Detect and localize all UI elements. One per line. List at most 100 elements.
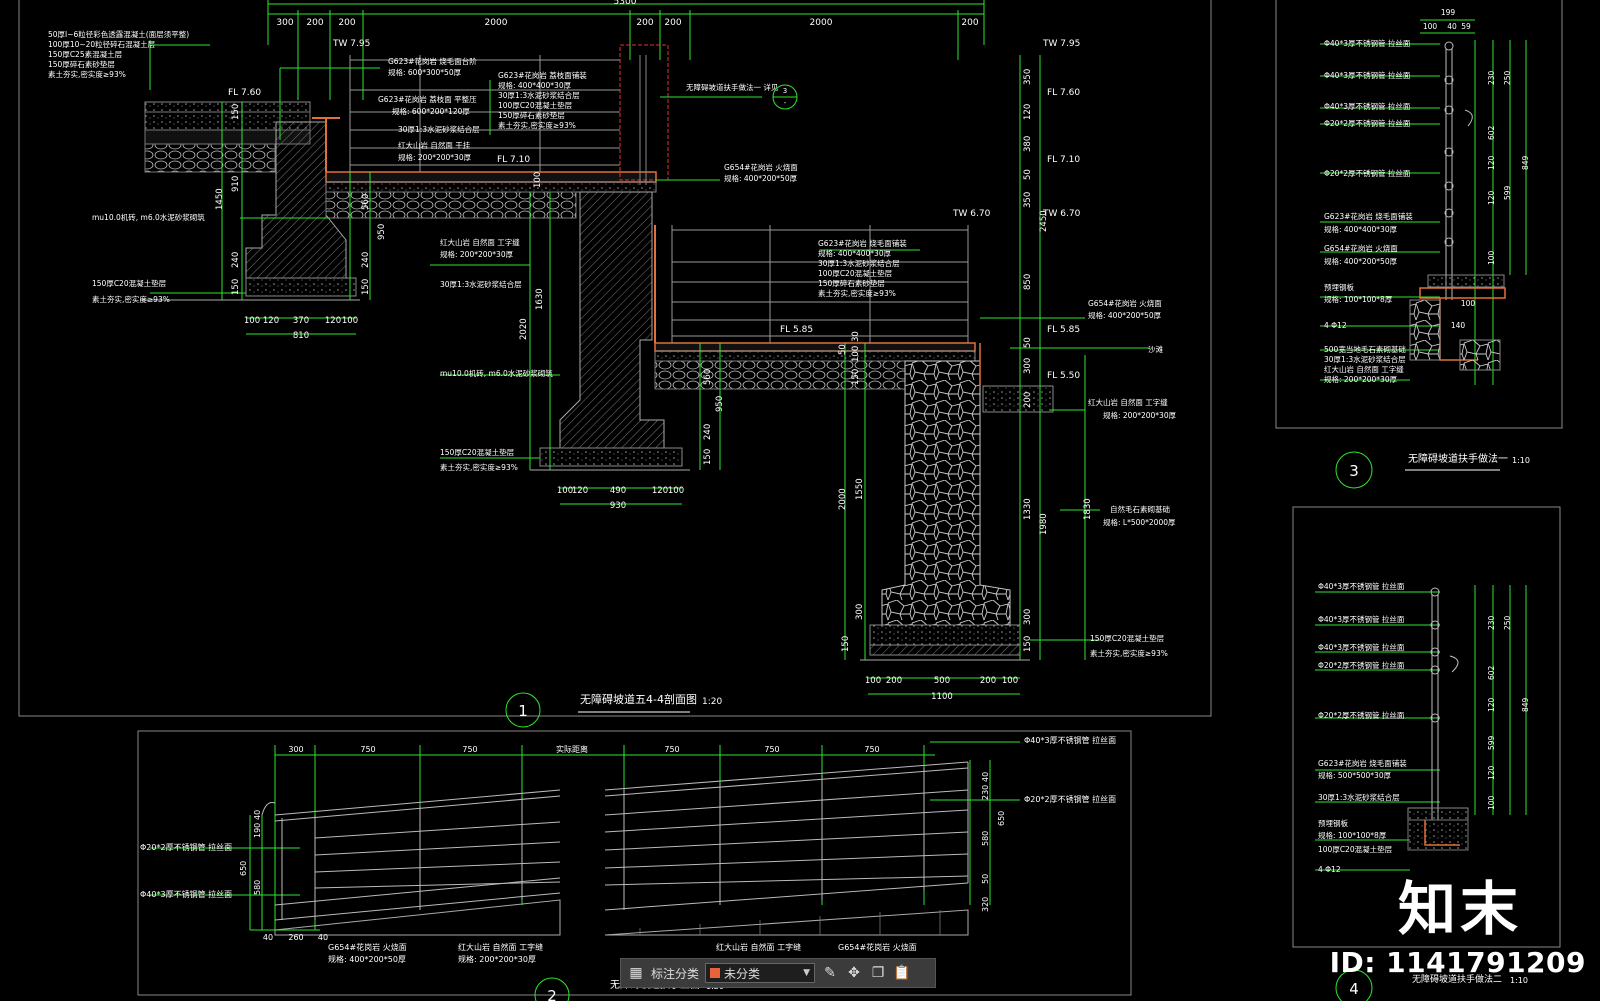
level-fl585-right: FL 5.85 [1047,325,1080,335]
copy-icon[interactable]: ❐ [871,965,885,981]
svg-text:100: 100 [1002,676,1018,686]
svg-text:Φ40*3厚不锈钢管 拉丝面: Φ40*3厚不锈钢管 拉丝面 [1324,101,1411,111]
svg-text:规格: 400*400*30厚: 规格: 400*400*30厚 [1324,224,1398,234]
grid-icon[interactable]: ▦ [629,965,643,981]
section-1-scale: 1:20 [702,697,722,707]
svg-text:1980: 1980 [1039,513,1049,535]
svg-text:602: 602 [1487,125,1496,140]
note-left: 150厚碎石素砂垫层 [48,59,115,69]
svg-text:300: 300 [288,745,303,754]
svg-text:300: 300 [855,604,865,620]
svg-text:350: 350 [1023,192,1033,208]
svg-text:G623#花岗岩 烧毛面铺装: G623#花岗岩 烧毛面铺装 [1318,758,1407,768]
sand-note: 沙滩 [1148,344,1164,354]
annotation-category-value: 未分类 [724,966,761,981]
svg-text:Φ20*2厚不锈钢管 拉丝面: Φ20*2厚不锈钢管 拉丝面 [1318,710,1405,720]
svg-text:100: 100 [865,676,881,686]
top-dimension-line [267,0,985,100]
note-mid2: 素土夯实,密实度≥93% [498,120,576,130]
g654-note-right: G654#花岗岩 火烧面 [1088,298,1162,308]
note-mid2: G623#花岗岩 荔枝面铺装 [498,70,587,80]
svg-text:199: 199 [1441,8,1456,17]
note-mid2: 150厚碎石素砂垫层 [498,110,565,120]
svg-text:Φ40*3厚不锈钢管 拉丝面: Φ40*3厚不锈钢管 拉丝面 [1324,38,1411,48]
detail-4-title-text: 无障碍坡道扶手做法二 [1412,973,1502,985]
svg-text:100: 100 [342,316,358,326]
svg-text:Φ20*2厚不锈钢管 拉丝面: Φ20*2厚不锈钢管 拉丝面 [1318,660,1405,670]
svg-text:100: 100 [244,316,260,326]
top-dim: 200 [961,18,978,28]
top-dim: 2000 [810,18,833,28]
svg-text:230: 230 [1487,70,1496,85]
block-note: 规格: L*500*2000厚 [1103,517,1176,527]
svg-text:240: 240 [361,252,371,268]
svg-text:100: 100 [1461,299,1476,308]
block-note: 自然毛石素砌基础 [1110,504,1170,514]
svg-text:规格: 400*200*50厚: 规格: 400*200*50厚 [1324,256,1398,266]
svg-text:红大山岩 自然面 工字缝: 红大山岩 自然面 工字缝 [1324,364,1404,374]
note-mid: 规格: 600*200*120厚 [392,106,470,116]
top-dim: 300 [276,18,293,28]
level-fl585: FL 5.85 [780,325,813,335]
note-mid: 规格: 200*200*30厚 [398,152,472,162]
section-1-structure [140,44,1054,661]
svg-text:120: 120 [1487,765,1496,780]
section-2-elevation [150,741,1020,936]
svg-text:100: 100 [851,346,861,362]
svg-text:120: 120 [263,316,279,326]
note-lower: G623#花岗岩 烧毛面铺装 [818,238,907,248]
svg-text:950: 950 [377,224,387,240]
detail-3-notes: Φ40*3厚不锈钢管 拉丝面 Φ40*3厚不锈钢管 拉丝面 Φ40*3厚不锈钢管… [1324,8,1530,384]
note-lower: 30厚1:3水泥砂浆结合层 [818,258,900,268]
svg-text:红大山岩 自然面 工字缝: 红大山岩 自然面 工字缝 [716,942,801,952]
section-1-notes: 50厚Ⅰ~6粒径彩色透露混凝土(面层须平整) 100厚10~20粒径碎石混凝土层… [48,29,1177,658]
section-1-title-text: 无障碍坡道五4-4剖面图 [580,692,697,706]
g654-note: 规格: 400*200*50厚 [724,173,798,183]
svg-text:190: 190 [253,823,262,838]
svg-text:500宽当地毛石素砌基础: 500宽当地毛石素砌基础 [1324,344,1406,354]
svg-text:40: 40 [1447,22,1457,31]
svg-text:120: 120 [652,486,668,496]
detail-4-number: 4 [1349,980,1359,998]
svg-text:Φ40*3厚不锈钢管 拉丝面: Φ40*3厚不锈钢管 拉丝面 [1318,614,1405,624]
svg-text:560: 560 [703,369,713,385]
svg-text:50: 50 [1023,337,1033,348]
svg-text:810: 810 [293,331,309,341]
svg-text:300: 300 [1023,358,1033,374]
note-left: 100厚10~20粒径碎石混凝土层 [48,39,156,49]
c20-note-right: 150厚C20混凝土垫层 [1090,633,1165,643]
note-lower: 100厚C20混凝土垫层 [818,268,893,278]
svg-text:230: 230 [981,785,990,800]
top-dim: 200 [636,18,653,28]
svg-text:560: 560 [361,194,371,210]
move-icon[interactable]: ✥ [848,965,860,981]
svg-text:599: 599 [1503,185,1512,200]
detail-3 [1320,19,1527,385]
svg-text:40: 40 [318,933,328,942]
section-1-number: 1 [518,702,528,720]
rail-reference-note: 无障碍坡道扶手做法一 详见 [686,82,779,92]
svg-text:120: 120 [1023,104,1033,120]
svg-text:50: 50 [981,874,990,884]
red-stone-note: 规格: 200*200*30厚 [440,249,514,259]
svg-text:1330: 1330 [1023,498,1033,520]
detail-4-title: 4 无障碍坡道扶手做法二 1:10 [1335,969,1528,1001]
section-1-dimension-lines [149,40,1150,695]
level-tw795: TW 7.95 [332,39,370,49]
annotation-category-select[interactable]: 未分类 ▼ [705,963,816,983]
svg-text:2450: 2450 [1039,210,1049,232]
svg-text:红大山岩 自然面 工字缝: 红大山岩 自然面 工字缝 [458,942,543,952]
paste-icon[interactable]: 📋 [893,965,911,981]
edit-icon[interactable]: ✎ [824,965,836,981]
svg-text:500: 500 [934,676,950,686]
svg-text:240: 240 [231,252,241,268]
svg-text:150: 150 [703,449,713,465]
svg-text:850: 850 [1023,274,1033,290]
svg-text:150: 150 [231,279,241,295]
top-dim: 200 [338,18,355,28]
svg-text:Φ40*3厚不锈钢管 拉丝面: Φ40*3厚不锈钢管 拉丝面 [1318,581,1405,591]
svg-text:930: 930 [610,501,626,511]
svg-text:2000: 2000 [838,488,848,510]
note-left: 150厚C25素混凝土层 [48,49,123,59]
